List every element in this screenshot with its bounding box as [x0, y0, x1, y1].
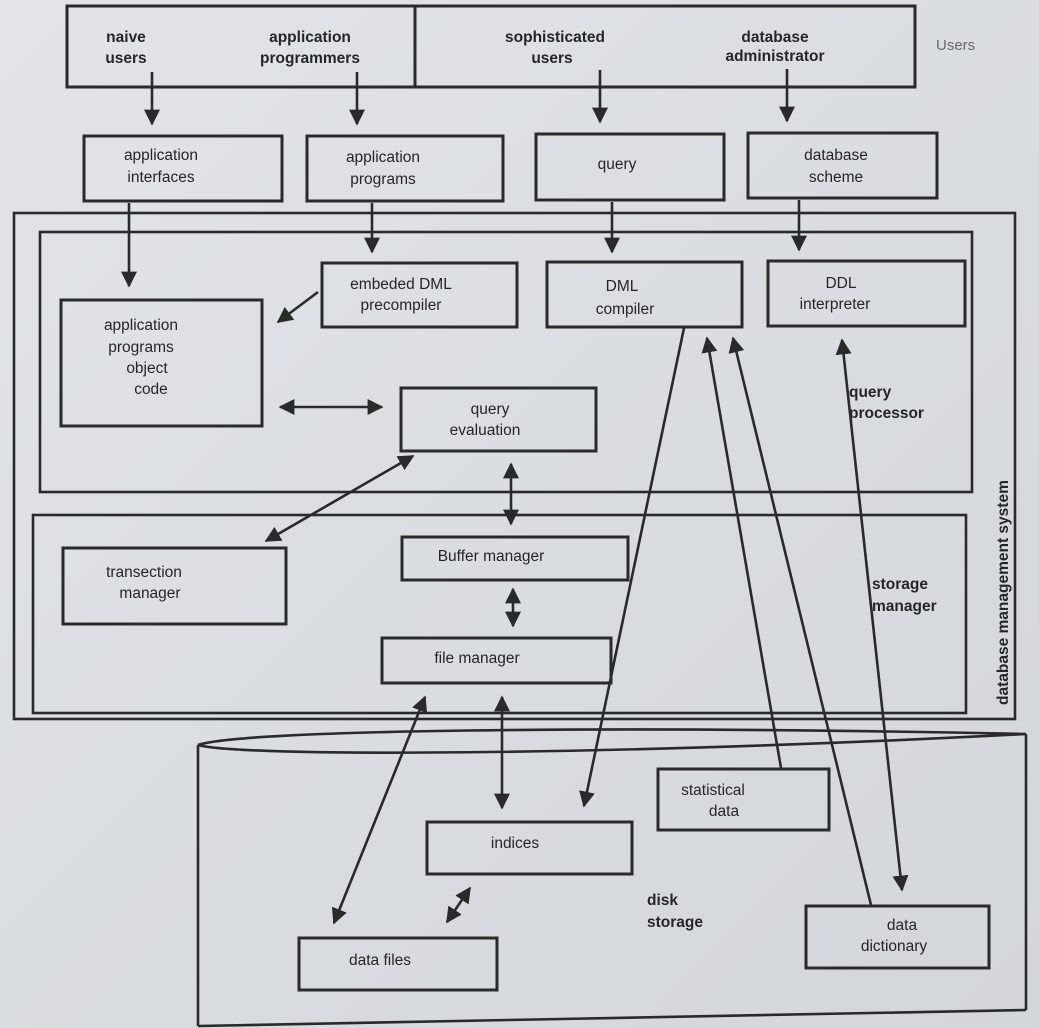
transaction-manager-line2: manager [119, 585, 180, 602]
dml-compiler-box [545, 260, 744, 329]
ddl-interpreter-line1: DDL [825, 275, 856, 292]
disk-storage-label-line2: storage [647, 914, 703, 931]
query-evaluation-box [399, 386, 598, 453]
indices-label: indices [491, 835, 539, 852]
user-app-programmers-line2: programmers [260, 50, 360, 67]
interfaces-group: application interfaces application progr… [82, 131, 939, 203]
user-dba-line1: database [741, 29, 809, 46]
transaction-manager-box [61, 546, 288, 626]
users-group: Users naive users application programmer… [65, 4, 975, 89]
query-box [534, 132, 726, 202]
users-label: Users [936, 37, 975, 54]
db-scheme-line2: scheme [809, 169, 863, 186]
statistical-data-line1: statistical [681, 782, 745, 799]
storage-manager-label-line1: storage [872, 576, 928, 593]
arrow-indices-data-files [445, 886, 472, 924]
arrow-file-manager-data-files [331, 695, 428, 925]
app-interfaces-box [82, 134, 284, 203]
db-scheme-line1: database [804, 147, 868, 164]
app-programs-line1: application [346, 149, 420, 166]
file-manager-box [380, 636, 613, 685]
dbms-label: database management system [995, 480, 1012, 705]
users-box-full [65, 4, 917, 89]
query-processor-frame [38, 230, 974, 494]
file-manager-label: file manager [434, 650, 519, 667]
ddl-interpreter-line2: interpreter [800, 296, 871, 313]
users-box [65, 4, 417, 89]
data-dictionary-line1: data [887, 917, 918, 934]
storage-manager-label-line2: manager [872, 598, 937, 615]
cylinder-bottom [197, 1008, 1027, 1028]
dml-compiler-line2: compiler [596, 301, 655, 318]
data-files-box [297, 936, 499, 992]
user-naive-line1: naive [106, 29, 146, 46]
object-code-line3: object [126, 360, 168, 377]
user-naive-line2: users [105, 50, 146, 67]
statistical-data-line2: data [709, 803, 740, 820]
ddl-interpreter-box [766, 259, 967, 328]
query-label: query [598, 156, 637, 173]
query-evaluation-line1: query [471, 401, 510, 418]
arrow-statistical-data-to-dml-compiler [701, 336, 783, 769]
transaction-manager-line1: transection [106, 564, 182, 581]
arrow-precompiler-to-object-code [276, 290, 319, 324]
object-code-line4: code [134, 381, 168, 398]
data-files-label: data files [349, 952, 411, 969]
buffer-manager-box [400, 535, 630, 582]
embedded-dml-box [320, 261, 519, 329]
app-interfaces-line1: application [124, 147, 198, 164]
object-code-line1: application [104, 317, 178, 334]
data-dictionary-box [804, 904, 991, 970]
buffer-manager-label: Buffer manager [438, 548, 545, 565]
app-programs-box [305, 134, 505, 203]
cylinder-top-front [197, 732, 1027, 754]
data-dictionary-line2: dictionary [861, 938, 928, 955]
arrow-ddl-data-dictionary [835, 338, 909, 892]
embedded-dml-line2: precompiler [361, 297, 442, 314]
object-code-line2: programs [108, 339, 174, 356]
db-scheme-box [746, 131, 939, 200]
query-processor-label-line2: processor [849, 405, 924, 422]
app-programs-line2: programs [350, 171, 416, 188]
dbms-frame [12, 211, 1017, 721]
app-object-code-box [59, 298, 264, 428]
arrow-dml-compiler-to-indices [579, 327, 686, 808]
disk-storage-label-line1: disk [647, 892, 678, 909]
arrow-query-evaluation-transaction-manager [264, 454, 415, 543]
app-interfaces-line2: interfaces [127, 169, 194, 186]
dml-compiler-line1: DML [606, 278, 639, 295]
query-evaluation-line2: evaluation [450, 422, 521, 439]
user-app-programmers-line1: application [269, 29, 351, 46]
cylinder-top-back [197, 728, 1027, 747]
user-dba-line2: administrator [725, 48, 824, 65]
user-sophisticated-line1: sophisticated [505, 29, 605, 46]
statistical-data-box [656, 767, 831, 832]
query-processor-label-line1: query [849, 384, 892, 401]
embedded-dml-line1: embeded DML [350, 276, 452, 293]
user-sophisticated-line2: users [531, 50, 572, 67]
